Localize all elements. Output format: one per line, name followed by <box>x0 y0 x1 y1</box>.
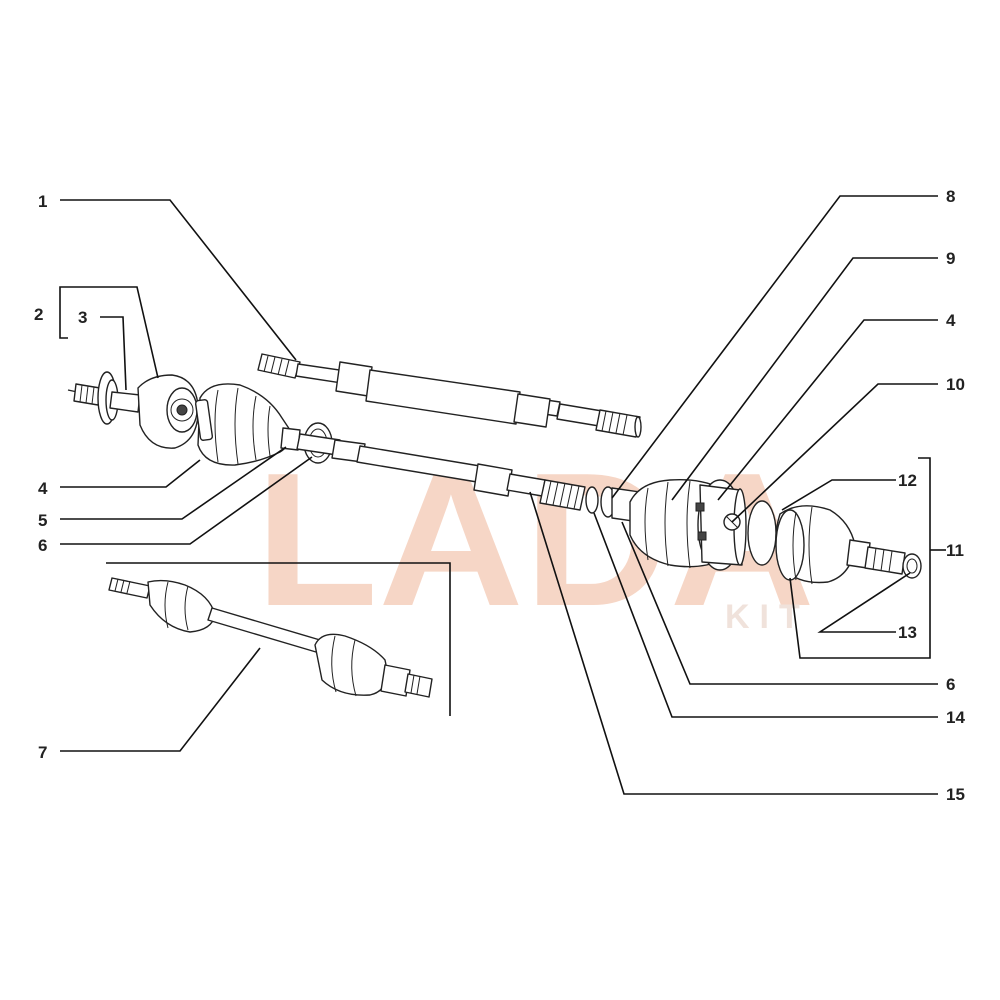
part-15-main-shaft <box>296 433 586 511</box>
callout-12: 12 <box>898 471 917 490</box>
callout-10: 10 <box>946 375 965 394</box>
part-1-drive-shaft <box>257 353 642 438</box>
watermark-sub: KIT <box>725 598 810 636</box>
callout-9: 9 <box>946 249 955 268</box>
part-14-circlip <box>585 486 599 514</box>
callout-5: 5 <box>38 511 47 530</box>
callout-4-right: 4 <box>946 311 956 330</box>
part-2-outer-cv-joint <box>67 371 199 449</box>
part-4-housing-right <box>695 479 747 571</box>
callout-4-left: 4 <box>38 479 48 498</box>
part-4-boot-left <box>194 383 291 466</box>
callout-6-left: 6 <box>38 536 47 555</box>
callout-13: 13 <box>898 623 917 642</box>
callout-6-right: 6 <box>946 675 955 694</box>
part-5-clamp-left <box>280 427 301 451</box>
leader-lines <box>59 195 946 795</box>
part-13-nut <box>902 553 922 579</box>
callout-11: 11 <box>946 541 964 560</box>
callout-labels: 1 2 3 4 5 6 7 8 9 4 10 12 11 13 6 14 15 <box>34 187 965 804</box>
part-12-outer-joint-right <box>775 505 906 585</box>
part-9-boot-right <box>629 478 723 569</box>
part-7-shaft-assembly <box>108 577 433 698</box>
callout-1: 1 <box>38 192 47 211</box>
part-8-ring <box>747 500 777 566</box>
callout-15: 15 <box>946 785 965 804</box>
callout-14: 14 <box>946 708 965 727</box>
callout-2: 2 <box>34 305 43 324</box>
callout-7: 7 <box>38 743 47 762</box>
callout-3: 3 <box>78 308 87 327</box>
callout-8: 8 <box>946 187 955 206</box>
